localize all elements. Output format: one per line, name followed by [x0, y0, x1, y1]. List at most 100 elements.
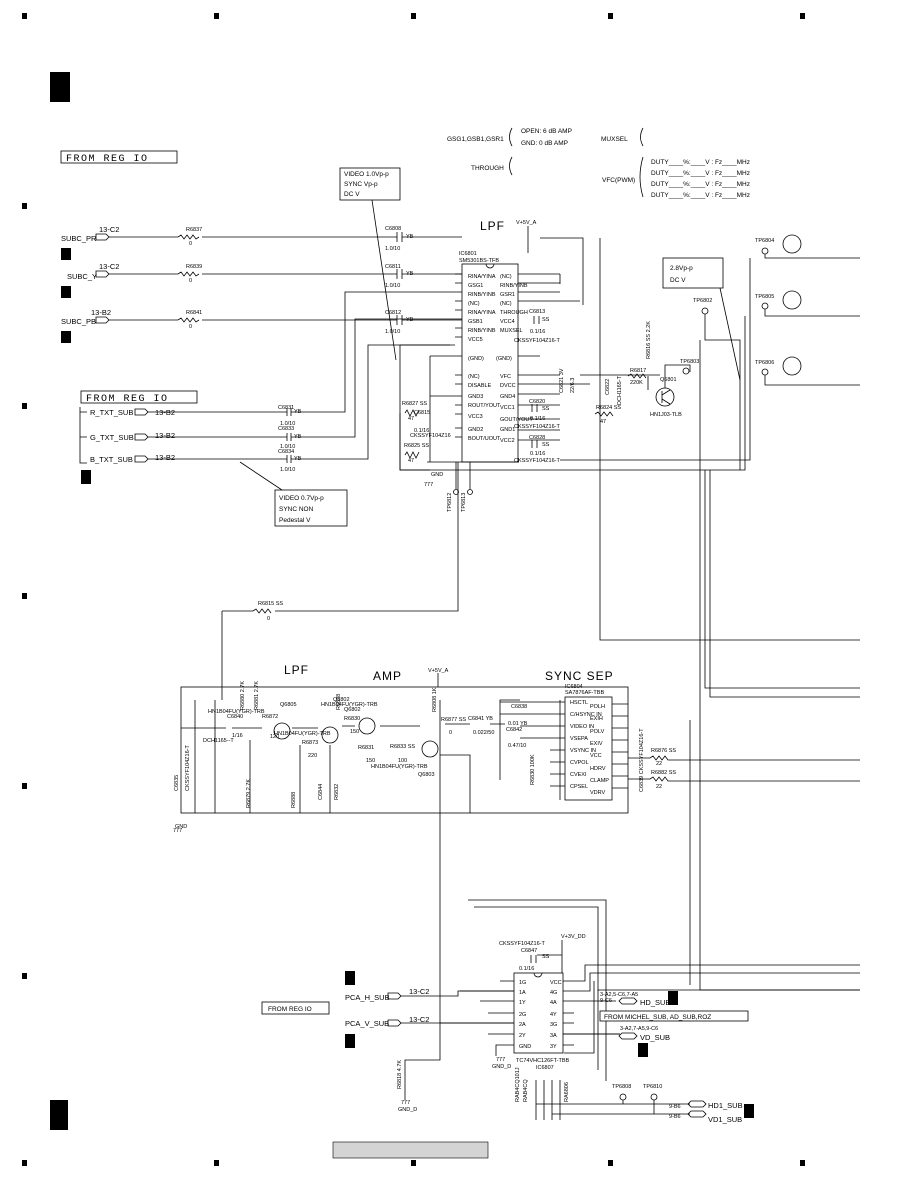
svg-text:RA6806: RA6806 — [564, 1082, 570, 1102]
ic6807-buffer: V+3V_DD CKSSYF104Z16-T C6847 SS 0.1/16 1… — [261, 700, 860, 1124]
svg-text:DC V: DC V — [344, 191, 360, 198]
amp-title: AMP — [373, 669, 402, 683]
from-reg-io-1: FROM REG IO — [66, 154, 149, 165]
svg-text:GSG1: GSG1 — [468, 283, 483, 289]
svg-text:VIDEO 0.7Vp-p: VIDEO 0.7Vp-p — [279, 495, 324, 502]
svg-text:2.8Vp-p: 2.8Vp-p — [670, 265, 693, 272]
duty-line-4: DUTY____%:____V : Fz____MHz — [651, 192, 750, 199]
ic6801-left-passives: R6827 SS 47 C6815 0.1/16 CKSSYF104Z16 R6… — [399, 401, 473, 512]
svg-text:1G: 1G — [519, 980, 526, 986]
svg-text:R6877 SS: R6877 SS — [441, 717, 466, 723]
svg-text:GND4: GND4 — [500, 394, 515, 400]
svg-text:C6811: C6811 — [385, 264, 401, 270]
svg-text:VCC3: VCC3 — [468, 414, 483, 420]
svg-text:R6872: R6872 — [262, 714, 278, 720]
open-gain: OPEN: 6 dB AMP — [521, 128, 572, 135]
svg-text:R6830: R6830 — [344, 716, 360, 722]
svg-text:V+5V_A: V+5V_A — [516, 220, 537, 226]
ic6801-decoupling: C6813 SS 0.1/16 CKSSYF104Z16-T C6820 SS … — [514, 309, 560, 464]
svg-text:TP6805: TP6805 — [755, 294, 774, 300]
svg-text:GND1: GND1 — [500, 427, 515, 433]
svg-text:R6837: R6837 — [186, 227, 202, 233]
svg-text:DISABLE: DISABLE — [468, 383, 492, 389]
svg-text:1.0/10: 1.0/10 — [280, 467, 295, 473]
svg-text:R6816 SS 2.2K: R6816 SS 2.2K — [646, 321, 652, 359]
svg-text:3-A2,7-A5,9-C6: 3-A2,7-A5,9-C6 — [620, 1026, 658, 1032]
svg-text:SS: SS — [542, 317, 550, 323]
svg-text:R6827 SS: R6827 SS — [402, 401, 427, 407]
svg-text:R6882 SS: R6882 SS — [651, 770, 676, 776]
svg-text:1.0/10: 1.0/10 — [280, 444, 295, 450]
svg-text:(GND): (GND) — [468, 356, 484, 362]
svg-text:R6833 SS: R6833 SS — [390, 744, 415, 750]
svg-text:GND_D: GND_D — [398, 1107, 417, 1113]
svg-text:Q6803: Q6803 — [418, 772, 435, 778]
svg-text:(NC): (NC) — [468, 301, 480, 307]
svg-text:TP6808: TP6808 — [612, 1084, 631, 1090]
svg-text:SM5301BS-TFB: SM5301BS-TFB — [459, 258, 499, 264]
svg-text:HDRV: HDRV — [590, 766, 606, 772]
svg-text:POLH: POLH — [590, 704, 605, 710]
svg-text:0: 0 — [189, 324, 192, 330]
sync-sep-title: SYNC SEP — [545, 669, 614, 683]
svg-text:C6828: C6828 — [529, 435, 545, 441]
svg-text:R6828: R6828 — [336, 694, 342, 710]
q6801-stage: C6821 3V 22/6.3 C6822 DCH1165-T R6824 SS… — [559, 321, 699, 425]
svg-text:C6831: C6831 — [278, 405, 294, 411]
svg-text:SS: SS — [542, 954, 550, 960]
svg-text:CPSEL: CPSEL — [570, 784, 588, 790]
svg-text:2Y: 2Y — [519, 1033, 526, 1039]
svg-text:CKSSYF104Z16-T: CKSSYF104Z16-T — [499, 941, 545, 947]
svg-text:HN1J03-TLB: HN1J03-TLB — [650, 412, 682, 418]
sync-section: LPF AMP SYNC SEP V+5V_A GND 777 Q6805 HN… — [173, 238, 860, 834]
svg-text:HN1B04FU(YGR)-TRB: HN1B04FU(YGR)-TRB — [208, 709, 265, 715]
svg-text:13-C2: 13-C2 — [409, 1015, 429, 1024]
svg-text:13-C2: 13-C2 — [409, 987, 429, 996]
from-reg-io-group-2: FROM REG IO R_TXT_SUB G_TXT_SUB B_TXT_SU… — [79, 291, 455, 484]
from-reg-io-box-1 — [60, 150, 178, 164]
svg-text:2A: 2A — [519, 1022, 526, 1028]
svg-text:3A: 3A — [550, 1033, 557, 1039]
right-buses — [689, 340, 860, 991]
svg-text:3G: 3G — [550, 1022, 557, 1028]
svg-text:VIDEO 1.0Vp-p: VIDEO 1.0Vp-p — [344, 171, 389, 178]
svg-text:220: 220 — [308, 753, 317, 759]
svg-text:GND: GND — [175, 824, 187, 830]
svg-text:1.0/10: 1.0/10 — [280, 421, 295, 427]
svg-text:1Y: 1Y — [519, 1000, 526, 1006]
svg-text:ROUT/YOUT: ROUT/YOUT — [468, 403, 501, 409]
svg-text:TP6813: TP6813 — [461, 493, 467, 512]
svg-text:SYNC NON: SYNC NON — [279, 506, 314, 513]
svg-text:C6844: C6844 — [318, 784, 324, 800]
svg-text:CKSSYF104Z16-T: CKSSYF104Z16-T — [514, 424, 560, 430]
svg-text:Q6805: Q6805 — [280, 702, 297, 708]
svg-text:R6881 2.7K: R6881 2.7K — [254, 681, 260, 710]
svg-text:B_TXT_SUB: B_TXT_SUB — [90, 455, 133, 464]
lpf-title-bottom: LPF — [284, 663, 309, 677]
svg-text:C6820: C6820 — [529, 399, 545, 405]
duty-line-1: DUTY____%:____V : Fz____MHz — [651, 159, 750, 166]
svg-text:3-A2,5-C6,7-A5: 3-A2,5-C6,7-A5 — [600, 992, 638, 998]
svg-text:0: 0 — [189, 278, 192, 284]
svg-text:VCC: VCC — [590, 753, 602, 759]
svg-text:1.0/10: 1.0/10 — [385, 329, 400, 335]
svg-text:V+5V_A: V+5V_A — [428, 668, 449, 674]
svg-text:0.022/50: 0.022/50 — [473, 730, 494, 736]
footer-bar — [332, 1141, 489, 1159]
svg-text:VDRV: VDRV — [590, 790, 606, 796]
svg-text:(GND): (GND) — [496, 356, 512, 362]
svg-text:R6873: R6873 — [302, 740, 318, 746]
svg-text:(NC): (NC) — [468, 374, 480, 380]
from-michel-note: FROM MICHEL_SUB, AD_SUB,ROZ — [604, 1014, 711, 1021]
svg-text:C6822: C6822 — [605, 379, 611, 395]
svg-text:VCC4: VCC4 — [500, 319, 515, 325]
pca-v-sub-label: PCA_V_SUB — [345, 1019, 389, 1028]
svg-text:4Y: 4Y — [550, 1012, 557, 1018]
svg-text:13-C2: 13-C2 — [99, 262, 119, 271]
svg-text:0: 0 — [449, 730, 452, 736]
svg-text:4A: 4A — [550, 1000, 557, 1006]
through-label: THROUGH — [471, 165, 504, 172]
svg-text:R6830 100K: R6830 100K — [530, 754, 536, 785]
svg-text:SS: SS — [542, 442, 550, 448]
